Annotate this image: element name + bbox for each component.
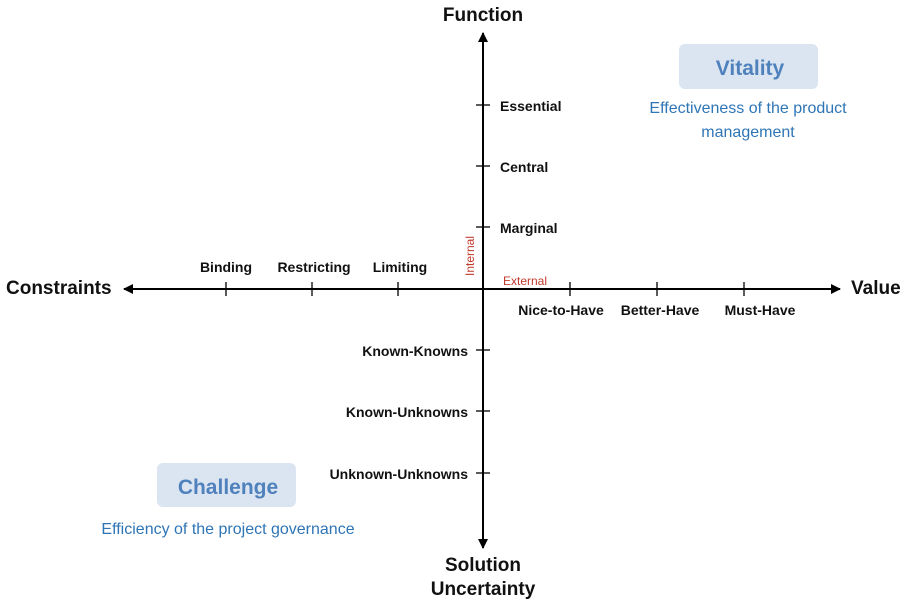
axis-title-uncertainty: Uncertainty [431, 579, 536, 600]
vitality-box [679, 44, 818, 89]
tick-label-known-knowns: Known-Knowns [362, 343, 468, 359]
challenge-title: Challenge [178, 476, 278, 499]
challenge-caption: Efficiency of the project governance [101, 521, 354, 538]
tick-label-unknown-unknowns: Unknown-Unknowns [330, 466, 469, 482]
vitality-title: Vitality [716, 57, 785, 80]
axis-title-constraints: Constraints [6, 278, 112, 299]
tick-label-nice-to-have: Nice-to-Have [518, 302, 604, 318]
tick-label-limiting: Limiting [373, 259, 427, 275]
axis-title-solution: Solution [445, 555, 521, 576]
tick-label-must-have: Must-Have [725, 302, 796, 318]
tick-label-binding: Binding [200, 259, 252, 275]
origin-label-external: External [503, 274, 547, 288]
vitality-caption-line1: Effectiveness of the product [649, 100, 847, 117]
origin-label-internal: Internal [463, 236, 477, 276]
tick-label-known-unknowns: Known-Unknowns [346, 404, 468, 420]
vitality-caption-line2: management [701, 124, 795, 141]
axis-title-value: Value [851, 278, 901, 299]
tick-label-essential: Essential [500, 98, 561, 114]
tick-label-central: Central [500, 159, 548, 175]
tick-label-better-have: Better-Have [621, 302, 700, 318]
axis-title-function: Function [443, 5, 523, 26]
challenge-box [157, 463, 296, 507]
tick-label-restricting: Restricting [277, 259, 350, 275]
tick-label-marginal: Marginal [500, 220, 558, 236]
